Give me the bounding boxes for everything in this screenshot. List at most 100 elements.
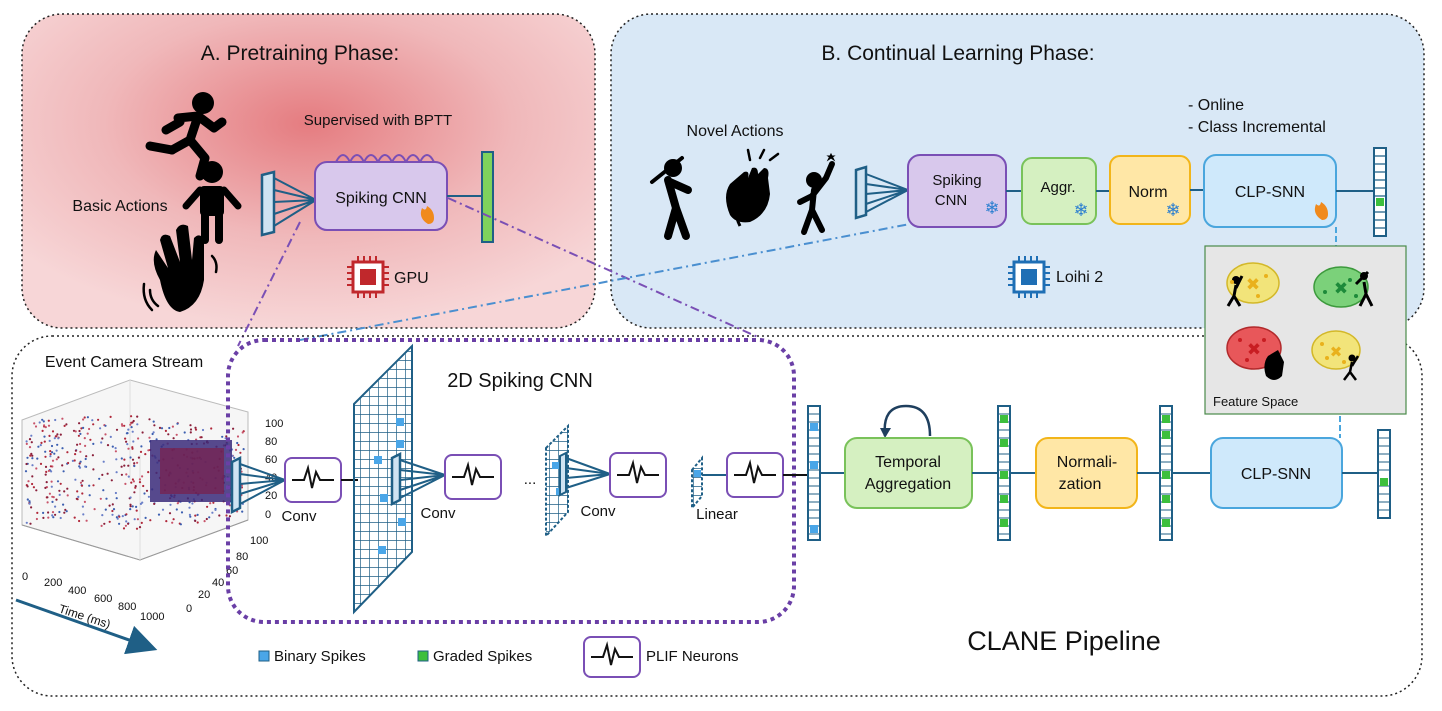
event-point <box>61 447 64 450</box>
input-fan-b <box>854 165 909 220</box>
event-point <box>59 516 62 520</box>
running-person-icon <box>145 92 227 181</box>
event-point <box>105 497 108 500</box>
loihi-chip-icon <box>1008 256 1050 298</box>
event-point <box>33 422 36 425</box>
event-point <box>41 429 44 432</box>
clp-snn-block-c: CLP-SNN <box>1210 437 1343 509</box>
event-point <box>124 482 127 485</box>
event-point <box>34 425 38 428</box>
event-point <box>138 481 142 484</box>
event-point <box>64 508 67 511</box>
event-point <box>66 494 69 497</box>
event-point <box>86 432 89 435</box>
event-point <box>35 467 38 470</box>
event-point <box>101 514 104 517</box>
event-point <box>74 478 77 481</box>
event-point <box>42 516 45 520</box>
event-point <box>234 448 238 451</box>
legend-binary-label: Binary Spikes <box>274 648 366 665</box>
event-point <box>155 438 158 441</box>
event-point <box>111 513 114 516</box>
clp-snn-label-c: CLP-SNN <box>1241 466 1311 483</box>
event-point <box>61 464 64 467</box>
event-point <box>28 500 31 503</box>
event-point <box>157 513 161 516</box>
ellipsis-label: ... <box>524 471 537 488</box>
aggr-label: Aggr. <box>1040 179 1075 196</box>
event-point <box>242 448 245 451</box>
event-point <box>74 430 77 433</box>
event-point <box>111 503 114 506</box>
loihi-label: Loihi 2 <box>1056 269 1103 286</box>
conv-label-1: Conv <box>281 508 317 525</box>
event-point <box>130 426 133 429</box>
event-point <box>130 481 133 484</box>
event-point <box>72 429 76 432</box>
event-point <box>25 462 28 466</box>
event-point <box>135 505 138 508</box>
event-point <box>82 513 85 516</box>
event-point <box>49 465 53 468</box>
event-point <box>81 505 84 508</box>
event-point <box>47 511 50 514</box>
event-point <box>28 438 32 441</box>
event-point <box>31 475 34 478</box>
event-point <box>175 508 178 511</box>
event-point <box>47 469 51 472</box>
event-point <box>42 511 45 514</box>
event-point <box>26 498 29 501</box>
event-point <box>132 480 135 483</box>
event-point <box>48 434 51 437</box>
event-point <box>32 486 36 489</box>
event-point <box>49 453 52 456</box>
event-point <box>129 456 132 459</box>
event-point <box>28 502 31 505</box>
event-point <box>139 450 143 453</box>
event-point <box>143 492 146 495</box>
event-point <box>30 482 34 486</box>
cluster-center-icon: ✖ <box>1334 279 1348 298</box>
event-point <box>124 524 127 527</box>
event-point <box>115 471 118 474</box>
cnn-title: 2D Spiking CNN <box>447 370 593 392</box>
legend-plif-label: PLIF Neurons <box>646 648 739 665</box>
novel-actions-label: Novel Actions <box>687 123 784 140</box>
plot-time-ticks: 0 200 400 600 800 1000 <box>22 571 164 623</box>
svg-text:100: 100 <box>250 535 268 547</box>
event-point <box>203 520 206 523</box>
event-stream-label: Event Camera Stream <box>45 354 203 371</box>
event-point <box>45 481 48 484</box>
event-point <box>144 453 147 456</box>
event-point <box>39 444 42 447</box>
event-point <box>30 434 33 437</box>
event-point <box>114 491 117 495</box>
event-point <box>176 422 179 425</box>
event-point <box>111 509 114 513</box>
event-point <box>92 484 95 487</box>
event-point <box>164 429 167 432</box>
event-point <box>49 455 52 458</box>
event-point <box>147 449 150 452</box>
event-point <box>63 490 66 493</box>
event-point <box>188 506 191 509</box>
connector-lines <box>237 197 911 347</box>
event-point <box>148 418 151 421</box>
event-point <box>98 477 101 480</box>
event-point <box>135 527 139 530</box>
event-point <box>194 519 197 523</box>
event-point <box>153 424 156 427</box>
event-point <box>66 487 69 490</box>
event-point <box>133 462 136 465</box>
event-point <box>75 497 78 500</box>
event-point <box>84 465 87 468</box>
snowflake-icon: ❄ <box>984 198 999 218</box>
batter-icon <box>650 156 692 240</box>
event-point <box>133 491 136 494</box>
event-point <box>103 522 106 525</box>
event-point <box>232 427 235 430</box>
event-point <box>141 475 144 478</box>
event-point <box>83 437 86 440</box>
event-point <box>73 516 76 519</box>
event-point <box>241 431 244 434</box>
